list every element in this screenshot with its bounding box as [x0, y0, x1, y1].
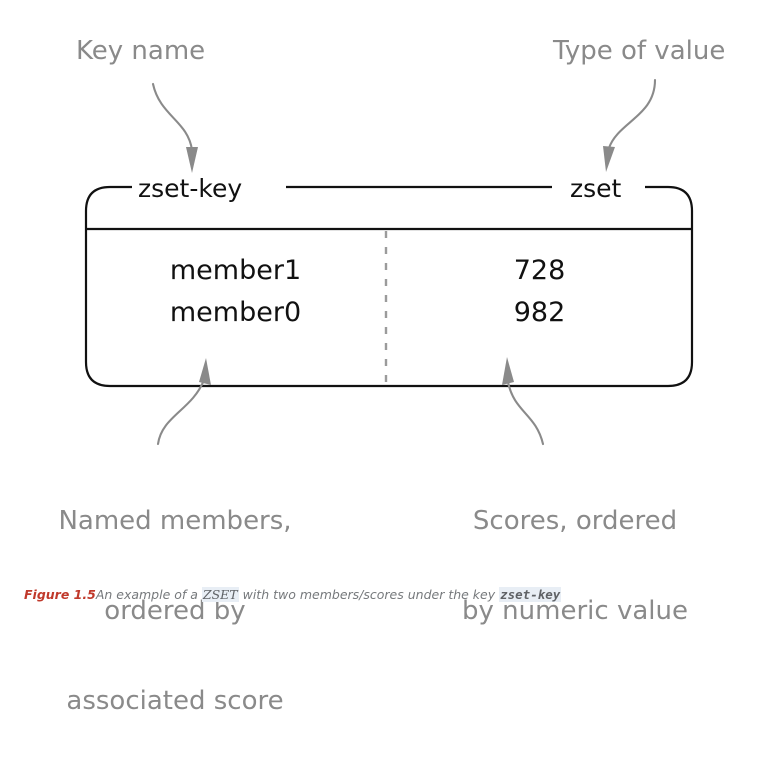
- annotation-named-members: Named members, ordered by associated sco…: [10, 446, 340, 776]
- arrow-named-members: [156, 358, 211, 446]
- annotation-line: Named members,: [58, 506, 292, 536]
- caption-text-before: An example of a: [95, 587, 202, 602]
- caption-term-key: zset-key: [499, 587, 562, 602]
- box-outline-right-top: [645, 185, 694, 362]
- box-outline-left-top: [84, 185, 132, 362]
- member-score: 982: [513, 297, 566, 328]
- annotation-line: Scores, ordered: [472, 506, 678, 536]
- annotation-type-of-value: Type of value: [553, 36, 726, 66]
- table-row: member1 728: [85, 255, 693, 297]
- box-key-name-label: zset-key: [138, 174, 243, 203]
- annotation-line: associated score: [66, 686, 284, 716]
- diagram-vector-layer: [84, 78, 694, 446]
- figure-caption: Figure 1.5An example of a ZSET with two …: [24, 587, 764, 603]
- box-type-label: zset: [570, 174, 622, 203]
- arrow-scores: [502, 357, 545, 446]
- arrow-type-of-value: [603, 78, 657, 172]
- annotation-scores: Scores, ordered by numeric value: [420, 446, 730, 686]
- arrow-key-name: [151, 82, 198, 173]
- zset-rows: member1 728 member0 982: [85, 255, 693, 339]
- member-name: member0: [169, 297, 302, 328]
- caption-term-zset: ZSET: [201, 587, 239, 602]
- table-row: member0 982: [85, 297, 693, 339]
- figure-number: Figure 1.5: [24, 587, 96, 602]
- annotation-key-name: Key name: [76, 36, 206, 66]
- member-score: 728: [513, 255, 566, 286]
- box-outline-bottom: [84, 361, 694, 388]
- member-name: member1: [169, 255, 302, 286]
- figure-canvas: Key name Type of value: [24, 36, 764, 716]
- caption-text-middle: with two members/scores under the key: [238, 587, 500, 602]
